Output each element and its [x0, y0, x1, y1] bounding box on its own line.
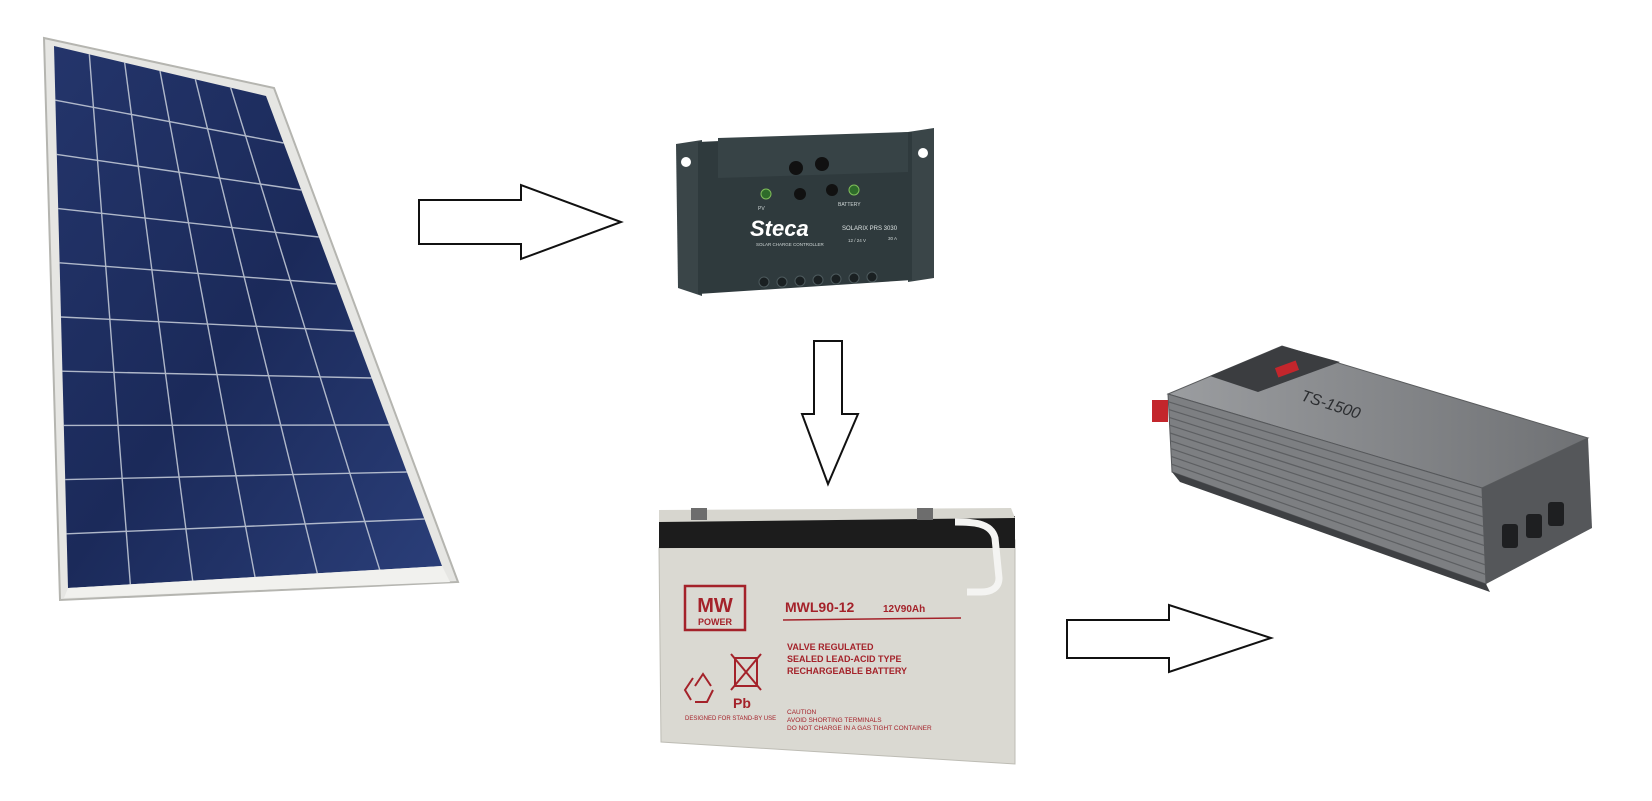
controller-model: SOLARIX PRS 3030 — [842, 226, 898, 232]
inverter-rib — [1168, 409, 1483, 508]
controller-sub-label: SOLAR CHARGE CONTROLLER — [756, 242, 825, 247]
led-label-pv: PV — [758, 206, 765, 212]
crossed-bin-icon — [730, 653, 762, 691]
solar-panel-icon — [42, 36, 460, 602]
battery-caution-line-1: AVOID SHORTING TERMINALS — [787, 717, 882, 724]
battery-caution-line-2: DO NOT CHARGE IN A GAS TIGHT CONTAINER — [787, 725, 932, 732]
panel-grid-line — [59, 262, 337, 285]
battery-brand-mw: MW — [697, 595, 733, 617]
battery-model: MWL90-12 — [785, 599, 854, 615]
recycle-icon — [683, 672, 714, 703]
battery-icon: MW POWER MWL90-12 12V90Ah VALVE REGULATE… — [658, 508, 1016, 765]
charge-controller-icon: PV BATTERY Steca SOLAR CHARGE CONTROLLER… — [676, 128, 934, 296]
controller-spec-voltage: 12 / 24 V — [848, 238, 866, 243]
inverter-rib — [1171, 455, 1486, 566]
panel-grid-line — [58, 207, 319, 238]
panel-grid-line — [66, 518, 425, 535]
inverter-rib — [1170, 440, 1485, 547]
inverter-rib — [1169, 424, 1484, 527]
battery-chem: Pb — [733, 695, 751, 711]
battery-desc-line-2: SEALED LEAD-ACID TYPE — [787, 654, 902, 664]
arrow-right-icon — [1066, 603, 1275, 674]
panel-grid-line — [65, 471, 407, 481]
panel-grid-line — [56, 153, 302, 191]
battery-desc-line-3: RECHARGEABLE BATTERY — [787, 666, 907, 676]
arrow-down-icon — [800, 340, 860, 487]
led-label-battery: BATTERY — [838, 202, 861, 208]
inverter-rib — [1171, 463, 1486, 575]
controller-spec-current: 30 A — [888, 236, 897, 241]
inverter-rib — [1169, 416, 1484, 518]
inverter-rib — [1168, 401, 1483, 499]
arrow-right-icon — [418, 183, 624, 261]
battery-brand-power: POWER — [698, 617, 733, 627]
controller-brand: Steca — [750, 216, 809, 241]
battery-caution-title: CAUTION — [787, 709, 817, 716]
inverter-rib — [1169, 432, 1485, 537]
panel-grid-line — [55, 99, 284, 144]
panel-grid-line — [62, 370, 372, 379]
battery-rating: 12V90Ah — [883, 604, 925, 615]
inverter-icon: TS-1500 — [1152, 345, 1592, 592]
battery-standby: DESIGNED FOR STAND-BY USE — [685, 716, 776, 722]
panel-grid-line — [60, 316, 355, 332]
battery-desc-line-1: VALVE REGULATED — [787, 642, 874, 652]
inverter-rib — [1170, 448, 1485, 556]
